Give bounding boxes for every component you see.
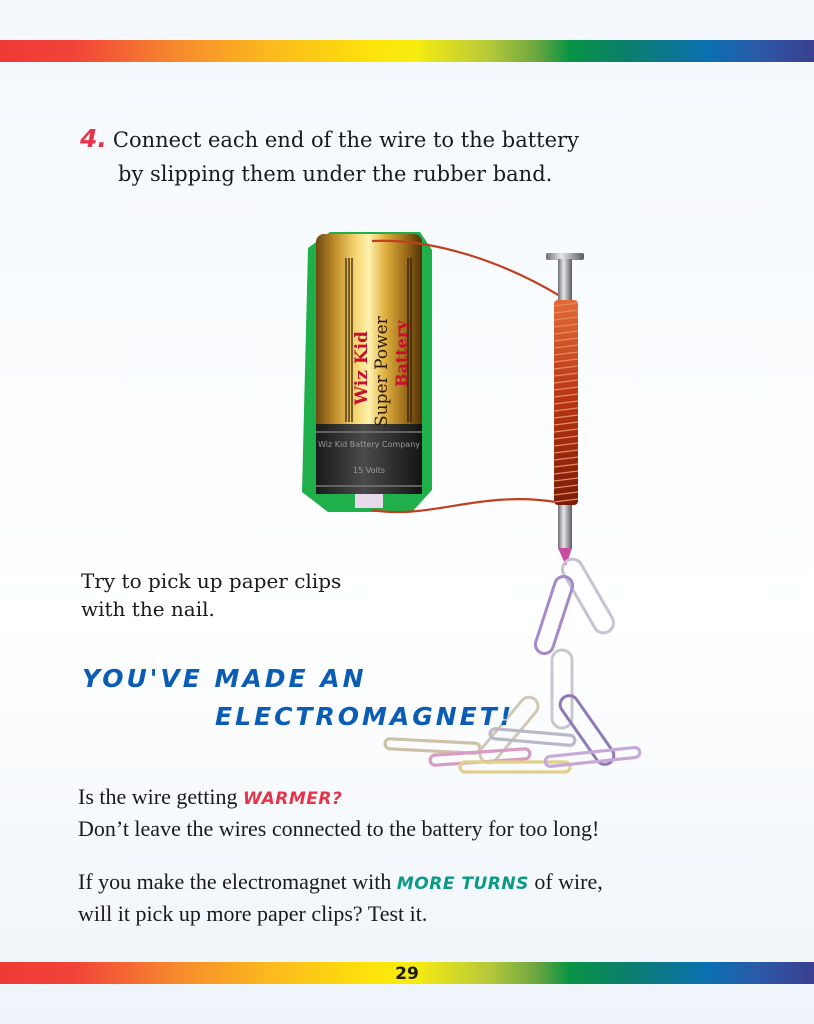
warning-emphasis: WARMER? bbox=[242, 789, 343, 809]
bottom-rainbow-bar bbox=[0, 962, 814, 984]
headline-line-2: ELECTROMAGNET! bbox=[215, 702, 515, 731]
nail bbox=[546, 253, 584, 566]
step-number: 4. bbox=[80, 124, 107, 153]
headline-line-1: YOU'VE MADE AN bbox=[82, 664, 367, 693]
step-line-1: Connect each end of the wire to the batt… bbox=[112, 128, 579, 152]
battery-line-2: Battery bbox=[392, 320, 411, 387]
step-instruction: 4.Connect each end of the wire to the ba… bbox=[80, 122, 579, 191]
instruction-line-2: with the nail. bbox=[81, 597, 215, 621]
experiment-prefix: If you make the electromagnet with bbox=[78, 869, 397, 894]
experiment-line-2: will it pick up more paper clips? Test i… bbox=[78, 901, 428, 926]
headline: YOU'VE MADE AN ELECTROMAGNET! bbox=[82, 660, 514, 736]
warning-line-2: Don’t leave the wires connected to the b… bbox=[78, 816, 600, 841]
battery-brand: Wiz Kid bbox=[352, 331, 372, 405]
instruction-line-1: Try to pick up paper clips bbox=[81, 569, 342, 593]
warning-prefix: Is the wire getting bbox=[78, 784, 243, 809]
battery-company: Wiz Kid Battery Company bbox=[318, 440, 420, 449]
battery-voltage: 15 Volts bbox=[353, 466, 385, 475]
top-rainbow-bar bbox=[0, 40, 814, 62]
experiment-text: If you make the electromagnet with MORE … bbox=[78, 867, 603, 928]
page-number: 29 bbox=[395, 964, 419, 984]
step-line-2: by slipping them under the rubber band. bbox=[118, 162, 553, 186]
warning-text: Is the wire getting WARMER? Don’t leave … bbox=[78, 782, 599, 843]
experiment-suffix: of wire, bbox=[528, 869, 603, 894]
battery-label: Wiz Kid Super Power Battery bbox=[310, 255, 420, 427]
instruction-text: Try to pick up paper clips with the nail… bbox=[81, 567, 341, 623]
battery-line-1: Super Power bbox=[372, 316, 392, 427]
experiment-emphasis: MORE TURNS bbox=[396, 874, 529, 894]
wire-coil bbox=[553, 300, 579, 505]
